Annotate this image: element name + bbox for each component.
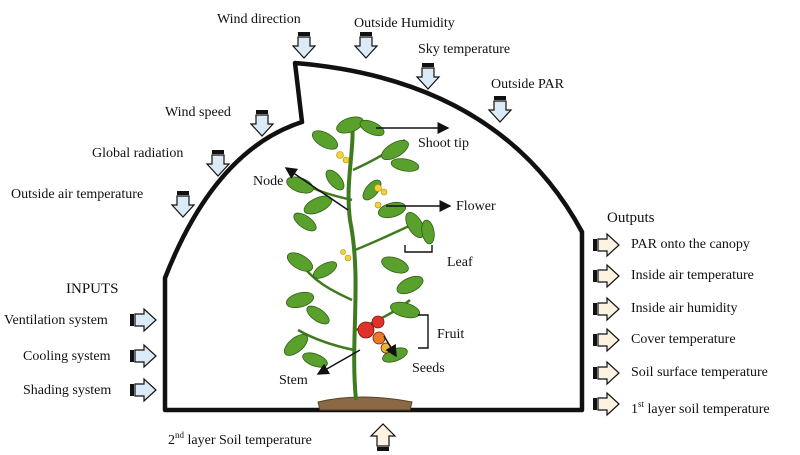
label-flower: Flower bbox=[456, 199, 496, 214]
cover-temp-arrow-icon bbox=[592, 328, 620, 352]
first-layer-soil-arrow-icon bbox=[592, 392, 620, 416]
label-inside-air-temperature: Inside air temperature bbox=[631, 268, 754, 283]
sky-temperature-arrow-icon bbox=[416, 62, 440, 90]
tomato-plant-icon bbox=[283, 116, 435, 401]
par-output-arrow-icon bbox=[592, 233, 620, 257]
label-shading-system: Shading system bbox=[23, 383, 112, 398]
inside-humidity-arrow-icon bbox=[592, 297, 620, 321]
label-par-onto-canopy: PAR onto the canopy bbox=[631, 237, 750, 252]
label-leaf: Leaf bbox=[447, 255, 473, 270]
soil-base bbox=[317, 396, 413, 411]
soil-surface-arrow-icon bbox=[592, 361, 620, 385]
outside-humidity-arrow-icon bbox=[354, 31, 378, 59]
outside-par-arrow-icon bbox=[488, 95, 512, 123]
label-soil-surface-temperature: Soil surface temperature bbox=[631, 365, 768, 380]
wind-speed-arrow-icon bbox=[250, 109, 274, 137]
shading-arrow-icon bbox=[129, 378, 157, 402]
ordinal-number: 1 bbox=[631, 402, 638, 417]
ventilation-arrow-icon bbox=[129, 308, 157, 332]
cooling-arrow-icon bbox=[129, 344, 157, 368]
label-wind-speed: Wind speed bbox=[165, 105, 231, 120]
label-global-radiation: Global radiation bbox=[92, 146, 184, 161]
soil-temperature-arrow-icon bbox=[369, 423, 397, 451]
ordinal-suffix: st bbox=[638, 399, 645, 409]
label-wind-direction: Wind direction bbox=[217, 12, 301, 27]
label-outside-humidity: Outside Humidity bbox=[354, 16, 455, 31]
label-inside-air-humidity: Inside air humidity bbox=[631, 301, 738, 316]
label-shoot-tip: Shoot tip bbox=[418, 136, 469, 151]
label-sky-temperature: Sky temperature bbox=[418, 42, 511, 57]
label-outside-air-temperature: Outside air temperature bbox=[11, 187, 144, 202]
label-node: Node bbox=[253, 174, 284, 189]
label-cover-temperature: Cover temperature bbox=[631, 332, 736, 347]
outside-air-temperature-arrow-icon bbox=[171, 190, 195, 218]
label-outside-par: Outside PAR bbox=[491, 77, 565, 92]
label-second-layer-soil-temperature: 2nd layer Soil temperature bbox=[168, 427, 312, 449]
plant-pointers bbox=[284, 122, 452, 375]
label-ventilation-system: Ventilation system bbox=[4, 313, 108, 328]
wind-direction-arrow-icon bbox=[292, 31, 316, 59]
ordinal-number: 2 bbox=[168, 433, 175, 448]
label-first-layer-soil-temperature: 1st layer soil temperature bbox=[631, 396, 770, 418]
inside-air-temp-arrow-icon bbox=[592, 264, 620, 288]
label-cooling-system: Cooling system bbox=[23, 349, 111, 364]
inputs-header: INPUTS bbox=[66, 281, 119, 297]
outputs-header: Outputs bbox=[607, 210, 655, 226]
label-text: layer Soil temperature bbox=[184, 433, 312, 448]
label-seeds: Seeds bbox=[412, 361, 445, 376]
greenhouse-outline bbox=[162, 60, 585, 413]
label-stem: Stem bbox=[279, 373, 308, 388]
label-text: layer soil temperature bbox=[644, 402, 770, 417]
ordinal-suffix: nd bbox=[175, 430, 184, 440]
label-fruit: Fruit bbox=[437, 327, 465, 342]
